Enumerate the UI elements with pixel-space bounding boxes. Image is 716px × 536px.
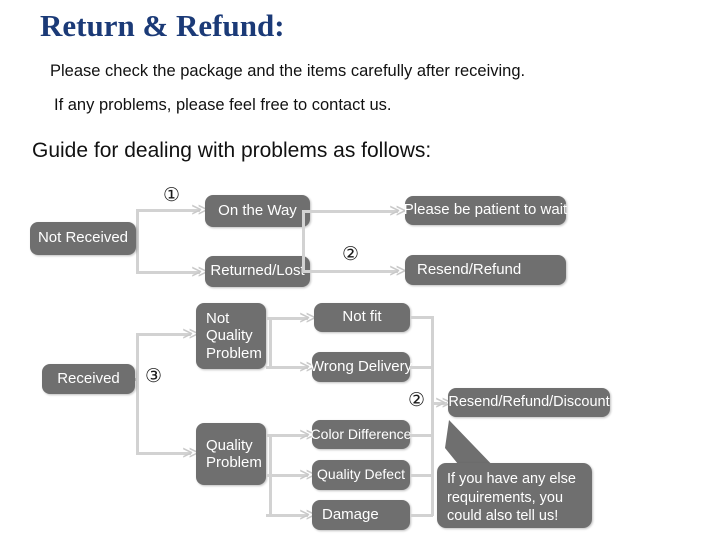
connector-to-damage <box>266 514 308 517</box>
intro-line-2: If any problems, please feel free to con… <box>54 96 392 114</box>
step-number-two-bottom: ② <box>408 389 426 411</box>
intro-line-1: Please check the package and the items c… <box>50 62 526 80</box>
node-damage[interactable]: Damage <box>312 500 410 530</box>
connector-received-split <box>136 333 139 455</box>
arrow-to-not-fit: ≫ <box>299 308 317 328</box>
connector-to-returned-lost <box>136 271 200 274</box>
node-returned-lost[interactable]: Returned/Lost <box>205 256 310 287</box>
connector-to-please-wait <box>302 210 398 213</box>
node-quality-problem-label: Quality Problem <box>206 436 262 471</box>
connector-merge-spine <box>431 316 434 516</box>
connector-to-quality-defect <box>266 474 308 477</box>
arrow-to-resend-refund: ≫ <box>389 261 407 281</box>
connector-nqp-spine <box>269 317 272 367</box>
connector-to-quality-problem <box>136 452 191 455</box>
connector-not-received-split <box>136 209 139 274</box>
connector-to-on-the-way <box>136 209 200 212</box>
node-please-be-patient[interactable]: Please be patient to wait <box>404 196 567 225</box>
connector-to-not-fit <box>266 317 308 320</box>
connector-merge-color-difference <box>410 434 433 437</box>
node-received[interactable]: Received <box>42 364 135 394</box>
connector-merge-wrong-delivery <box>410 366 433 369</box>
connector-top-right-spine <box>302 210 305 272</box>
node-quality-problem[interactable]: Quality Problem <box>196 423 266 485</box>
step-number-one: ① <box>163 184 181 206</box>
callout-bubble: If you have any else requirements, you c… <box>437 463 592 528</box>
connector-merge-quality-defect <box>410 474 433 477</box>
step-number-two-top: ② <box>342 243 360 265</box>
arrow-to-quality-problem: ≫ <box>182 443 200 463</box>
node-resend-refund-discount[interactable]: Resend/Refund/Discount <box>448 388 610 417</box>
connector-to-not-quality-problem <box>136 333 191 336</box>
node-not-quality-problem-label: Not Quality Problem <box>206 309 262 362</box>
connector-merge-not-fit <box>410 316 433 319</box>
connector-merge-out <box>431 402 447 405</box>
guide-heading: Guide for dealing with problems as follo… <box>32 139 432 162</box>
node-wrong-delivery[interactable]: Wrong Delivery <box>310 352 412 382</box>
node-not-received[interactable]: Not Received <box>30 222 136 255</box>
arrow-to-on-the-way: ≫ <box>191 200 209 220</box>
connector-to-color-difference <box>266 434 308 437</box>
node-quality-defect[interactable]: Quality Defect <box>312 460 410 490</box>
connector-merge-damage <box>410 514 433 517</box>
arrow-to-please-wait: ≫ <box>389 201 407 221</box>
connector-to-resend-refund <box>302 270 398 273</box>
node-color-difference[interactable]: Color Difference <box>311 420 411 449</box>
node-on-the-way[interactable]: On the Way <box>205 195 310 227</box>
node-resend-refund[interactable]: Resend/Refund <box>405 255 566 285</box>
connector-to-wrong-delivery <box>266 366 308 369</box>
arrow-to-returned-lost: ≫ <box>191 262 209 282</box>
arrow-to-not-quality-problem: ≫ <box>182 324 200 344</box>
node-not-fit[interactable]: Not fit <box>314 303 410 332</box>
page-title: Return & Refund: <box>40 8 285 43</box>
node-not-quality-problem[interactable]: Not Quality Problem <box>196 303 266 369</box>
step-number-three: ③ <box>145 365 163 387</box>
